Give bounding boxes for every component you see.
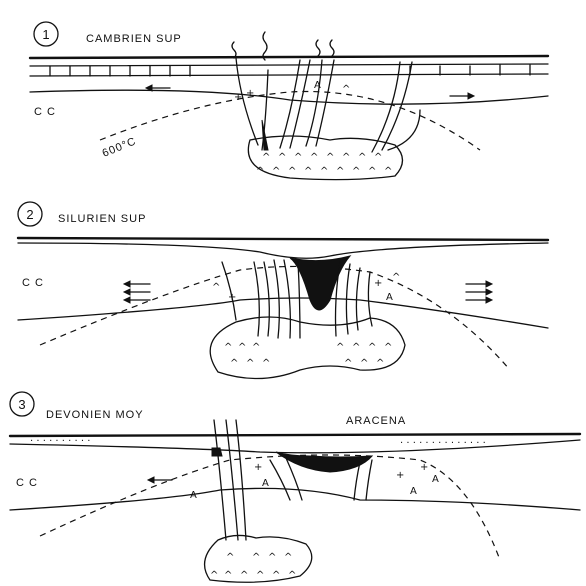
svg-text:^: ^ — [392, 272, 400, 283]
panel-1-vent-4 — [330, 40, 334, 56]
svg-text:^: ^ — [256, 166, 264, 177]
panel-3-title: DEVONIEN MOY — [46, 409, 144, 421]
panel-2-arrows-left — [124, 281, 150, 303]
svg-text:^: ^ — [230, 358, 238, 369]
svg-text:^: ^ — [238, 342, 246, 353]
svg-text:+: + — [228, 292, 236, 303]
svg-text:A: A — [432, 474, 439, 485]
panel-3-sediment-dots: · · · · · · · · · · · · · · · · · · · · … — [30, 436, 486, 449]
panel-2-magma-pattern: ^^^^^^^ ^^^^^^ — [224, 342, 392, 369]
svg-text:^: ^ — [320, 166, 328, 177]
svg-text:^: ^ — [262, 152, 270, 163]
panel-2-number: 2 — [26, 207, 33, 222]
panel-3-cc-label: C C — [16, 477, 38, 489]
panel-1-surface-line — [30, 56, 548, 58]
svg-text:^: ^ — [226, 552, 234, 563]
svg-text:^: ^ — [294, 152, 302, 163]
panel-1-vent-1 — [232, 42, 236, 58]
panel-3-crust-boundary — [10, 488, 580, 510]
svg-text:+: + — [396, 470, 404, 481]
svg-text:^: ^ — [288, 570, 296, 581]
svg-text:^: ^ — [358, 152, 366, 163]
svg-text:A: A — [314, 80, 321, 91]
svg-text:+: + — [420, 462, 428, 473]
svg-text:+: + — [234, 92, 242, 103]
svg-text:^: ^ — [246, 358, 254, 369]
panel-3-surface-line — [10, 434, 580, 436]
svg-text:^: ^ — [326, 152, 334, 163]
svg-text:· · · · · · · · · · · · · ·: · · · · · · · · · · · · · · — [400, 438, 486, 449]
panel-3-sediment-base — [10, 440, 580, 453]
svg-text:^: ^ — [212, 282, 220, 293]
panel-1-number: 1 — [42, 27, 49, 42]
svg-text:A: A — [262, 478, 269, 489]
svg-text:^: ^ — [344, 358, 352, 369]
panel-2-isotherm-line — [40, 266, 510, 370]
panel-1-isotherm-label: 600°C — [101, 135, 139, 160]
panel-1-vent-3 — [316, 40, 320, 56]
panel-2-basin-base — [18, 243, 548, 258]
svg-text:^: ^ — [360, 358, 368, 369]
panel-3-magma-pattern: ^ ^ ^ ^ ^ ^ ^ ^ ^ ^ — [210, 552, 296, 581]
svg-text:A: A — [410, 486, 417, 497]
panel-2: 2 SILURIEN SUP C C ^^^^^^^ ^^^^^^ — [18, 202, 548, 379]
svg-text:^: ^ — [252, 552, 260, 563]
panel-2-surface-line — [18, 238, 548, 240]
svg-text:^: ^ — [210, 570, 218, 581]
svg-text:A: A — [386, 292, 393, 303]
svg-text:^: ^ — [268, 552, 276, 563]
svg-text:+: + — [254, 462, 262, 473]
svg-text:^: ^ — [240, 570, 248, 581]
panel-3-feeder-dykes — [212, 420, 372, 540]
svg-text:^: ^ — [374, 152, 382, 163]
svg-text:^: ^ — [342, 152, 350, 163]
svg-text:^: ^ — [288, 166, 296, 177]
svg-text:^: ^ — [256, 570, 264, 581]
svg-text:^: ^ — [352, 342, 360, 353]
svg-text:· · · · · · · · · ·: · · · · · · · · · · — [30, 436, 90, 447]
panel-1-cc-label: C C — [34, 106, 56, 118]
svg-text:^: ^ — [336, 342, 344, 353]
svg-text:^: ^ — [336, 166, 344, 177]
panel-2-crust-boundary — [18, 298, 548, 328]
panel-1-vent-2 — [263, 32, 267, 60]
panel-2-arrows-right — [466, 281, 492, 303]
panel-3-isotherm-line — [40, 455, 500, 560]
svg-text:^: ^ — [376, 358, 384, 369]
svg-text:^: ^ — [272, 166, 280, 177]
panel-3-place-label: ARACENA — [346, 415, 406, 427]
svg-text:^: ^ — [310, 152, 318, 163]
svg-text:^: ^ — [342, 84, 350, 95]
svg-text:^: ^ — [368, 342, 376, 353]
panel-3-arrow-left — [148, 477, 172, 483]
panel-1: 1 CAMBRIEN SUP C C — [30, 22, 548, 180]
svg-text:+: + — [246, 88, 254, 99]
panel-2-title: SILURIEN SUP — [58, 213, 146, 225]
panel-3: 3 DEVONIEN MOY ARACENA · · · · · · · · ·… — [10, 392, 580, 582]
svg-text:^: ^ — [284, 552, 292, 563]
panel-1-title: CAMBRIEN SUP — [86, 33, 182, 45]
svg-text:^: ^ — [224, 570, 232, 581]
svg-text:^: ^ — [262, 358, 270, 369]
panel-3-number: 3 — [18, 397, 25, 412]
svg-text:^: ^ — [252, 342, 260, 353]
svg-text:^: ^ — [368, 166, 376, 177]
svg-text:^: ^ — [278, 152, 286, 163]
panel-2-cc-label: C C — [22, 277, 44, 289]
panel-1-magma-pattern: ^^^^^^^^ ^^^^^^^^^ — [256, 152, 392, 177]
svg-text:^: ^ — [384, 342, 392, 353]
panel-1-arrow-right — [450, 93, 474, 99]
svg-text:A: A — [190, 490, 197, 501]
svg-text:^: ^ — [352, 166, 360, 177]
svg-text:^: ^ — [384, 166, 392, 177]
svg-text:^: ^ — [272, 570, 280, 581]
svg-text:^: ^ — [304, 166, 312, 177]
svg-text:+: + — [374, 278, 382, 289]
svg-text:^: ^ — [224, 342, 232, 353]
